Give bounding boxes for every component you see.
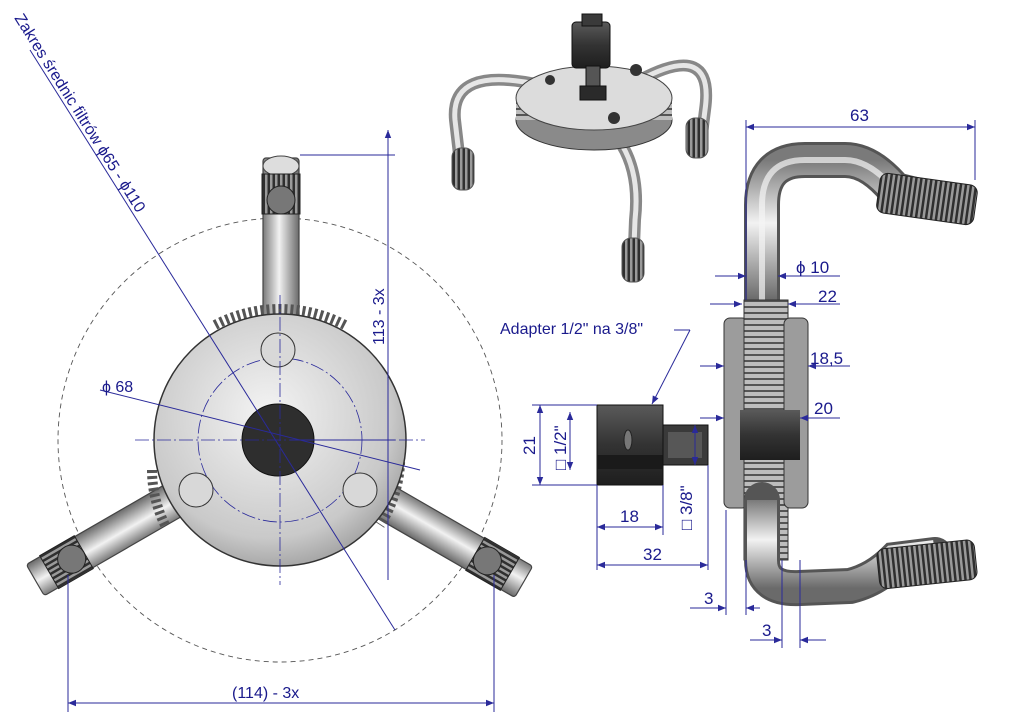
hole-top (260, 332, 296, 368)
side-view: 63 ϕ 10 22 18,5 20 Adapter 1/2" na 3/8" … (500, 106, 978, 648)
dim-d20: 20 (814, 399, 833, 418)
dim-sq38: □ 3/8" (677, 485, 696, 530)
dim-d10: ϕ 10 (796, 258, 829, 277)
hole-left (178, 472, 214, 508)
dim-d21: 21 (520, 436, 539, 455)
dim-d22: 22 (818, 287, 837, 306)
dim-d18: 18 (620, 507, 639, 526)
dim-d63: 63 (850, 106, 869, 125)
dim-d32: 32 (643, 545, 662, 564)
dim-d3b: 3 (762, 621, 771, 640)
bottom-knurl (876, 539, 978, 589)
range-label: Zakres średnic filtrów ϕ65 - ϕ110 (11, 11, 149, 216)
right-arm (376, 486, 533, 597)
top-knurl (876, 172, 978, 226)
dim-sq12: □ 1/2" (551, 425, 570, 470)
dim-h113: 113 - 3x (371, 288, 388, 345)
adapter-label: Adapter 1/2" na 3/8" (500, 321, 643, 338)
dim-d18-5: 18,5 (810, 349, 843, 368)
adapter (596, 404, 709, 486)
front-view: ϕ 68 Zakres średnic filtrów ϕ65 - ϕ110 1… (11, 11, 533, 712)
dim-w114: (114) - 3x (232, 685, 299, 702)
hole-right (342, 472, 378, 508)
dim-d3a: 3 (704, 589, 713, 608)
dim-d68: ϕ 68 (102, 379, 133, 396)
iso-view (448, 13, 713, 283)
